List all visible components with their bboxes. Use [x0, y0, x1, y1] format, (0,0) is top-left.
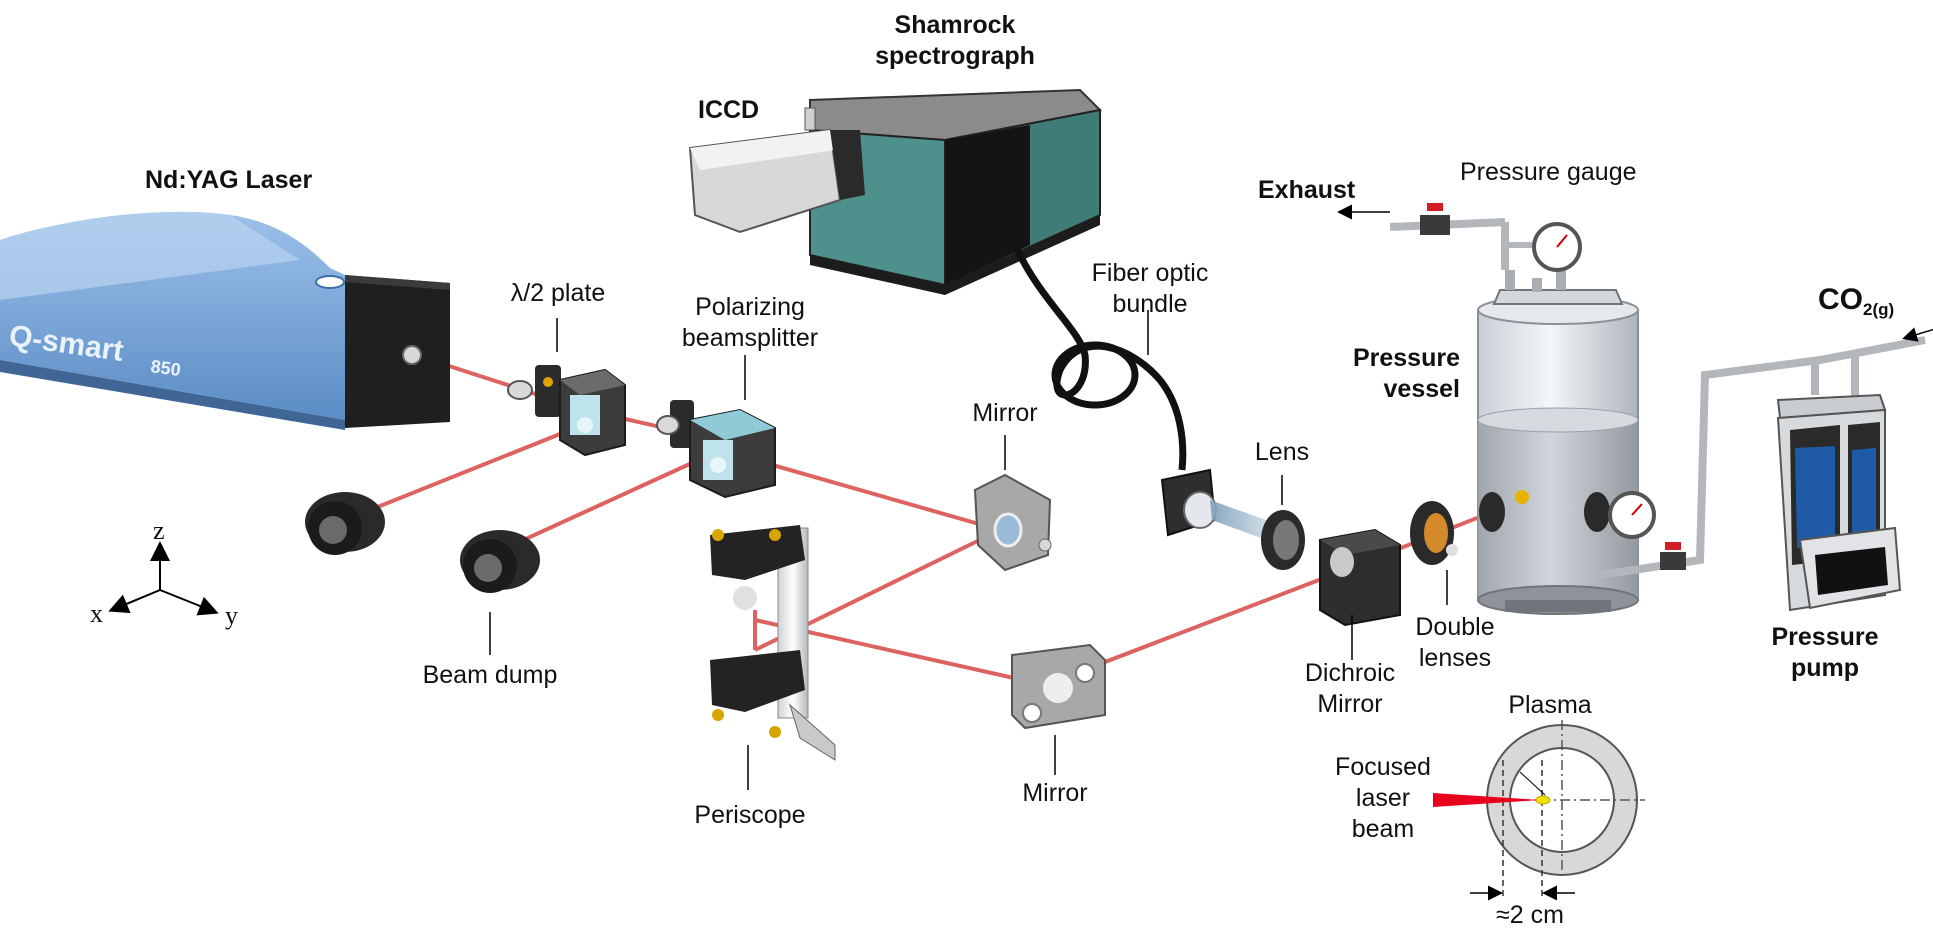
label-double-lenses-line2: lenses — [1418, 644, 1492, 672]
beam-dump-1 — [305, 492, 385, 555]
fiber-collimator — [1160, 468, 1217, 537]
label-mirror-upper: Mirror — [972, 399, 1038, 427]
coordinate-axes — [108, 541, 219, 616]
cross-section-inset — [1433, 720, 1645, 901]
label-focused-line2: laser — [1355, 784, 1411, 812]
label-plasma: Plasma — [1508, 691, 1592, 719]
label-fiber-optic-bundle: Fiber optic bundle — [1070, 258, 1230, 320]
mirror-lower — [1011, 643, 1106, 730]
label-double-lenses-line1: Double — [1415, 613, 1495, 641]
label-polarizing-line1: Polarizing — [695, 293, 805, 321]
fiber-optic-bundle — [1011, 243, 1187, 471]
label-exhaust: Exhaust — [1258, 176, 1356, 204]
label-polarizing-beamsplitter: Polarizing beamsplitter — [665, 292, 835, 354]
label-fiber-line1: Fiber optic — [1091, 259, 1209, 287]
label-pressure-vessel: Pressure vessel — [1310, 343, 1460, 405]
collection-lens — [1261, 510, 1305, 570]
label-pressure-vessel-line2: vessel — [1383, 375, 1460, 403]
pressure-vessel — [1477, 270, 1639, 615]
label-pressure-vessel-line1: Pressure — [1352, 344, 1460, 372]
iccd-camera — [688, 107, 865, 234]
label-dichroic-line1: Dichroic — [1304, 659, 1396, 687]
label-focused-line3: beam — [1351, 815, 1415, 843]
mirror-upper — [973, 473, 1052, 572]
label-focused-line1: Focused — [1335, 753, 1431, 781]
label-dichroic-mirror: Dichroic Mirror — [1275, 658, 1425, 720]
label-pressure-pump-line1: Pressure — [1771, 623, 1879, 651]
label-spectrograph: Shamrock spectrograph — [855, 10, 1055, 72]
label-double-lenses: Double lenses — [1395, 612, 1515, 674]
label-beam-dump: Beam dump — [422, 661, 558, 689]
focused-laser-beam-cone — [1433, 793, 1540, 807]
polarizing-beamsplitter-2 — [689, 408, 776, 499]
label-iccd: ICCD — [698, 96, 760, 124]
plasma-spot — [1535, 795, 1551, 805]
pressure-gauge-top — [1532, 222, 1582, 272]
polarizing-beamsplitter-1 — [559, 368, 626, 457]
label-periscope: Periscope — [694, 801, 806, 829]
pressure-pump — [1776, 393, 1902, 612]
dichroic-mirror — [1319, 528, 1401, 627]
shamrock-spectrograph — [809, 88, 1103, 295]
laser-model-text: 850 — [149, 356, 182, 380]
label-nd-yag-laser: Nd:YAG Laser — [145, 166, 313, 194]
label-axis-z: z — [153, 516, 165, 545]
half-wave-plate — [507, 365, 561, 417]
label-pressure-gauge: Pressure gauge — [1460, 158, 1637, 186]
label-focused-laser-beam: Focused laser beam — [1333, 752, 1433, 845]
periscope — [710, 525, 836, 761]
exhaust-line — [1389, 203, 1555, 270]
label-dichroic-line2: Mirror — [1317, 690, 1383, 718]
label-spectrograph-line2: spectrograph — [875, 42, 1035, 70]
label-fiber-line2: bundle — [1112, 290, 1188, 318]
beam-dump-2 — [460, 530, 540, 593]
label-mirror-lower: Mirror — [1022, 779, 1088, 807]
leader-lines — [489, 204, 1933, 790]
label-co2-main: CO — [1818, 283, 1863, 316]
label-axis-x: x — [90, 599, 103, 628]
label-polarizing-line2: beamsplitter — [681, 324, 819, 352]
label-pressure-pump-line2: pump — [1790, 654, 1860, 682]
label-pressure-pump: Pressure pump — [1755, 622, 1895, 684]
nd-yag-laser: Q-smart 850 — [0, 211, 450, 430]
half-wave-plate-2 — [656, 400, 694, 448]
label-half-wave-plate: λ/2 plate — [510, 279, 606, 307]
pressure-gauge-side — [1608, 491, 1656, 539]
label-co2: CO2(g) — [1818, 282, 1894, 328]
label-scale: ≈2 cm — [1496, 901, 1564, 929]
label-lens: Lens — [1254, 438, 1310, 466]
label-axis-y: y — [225, 601, 238, 630]
label-co2-sub: 2(g) — [1863, 300, 1895, 319]
double-lenses — [1410, 501, 1458, 565]
label-spectrograph-line1: Shamrock — [894, 11, 1016, 39]
